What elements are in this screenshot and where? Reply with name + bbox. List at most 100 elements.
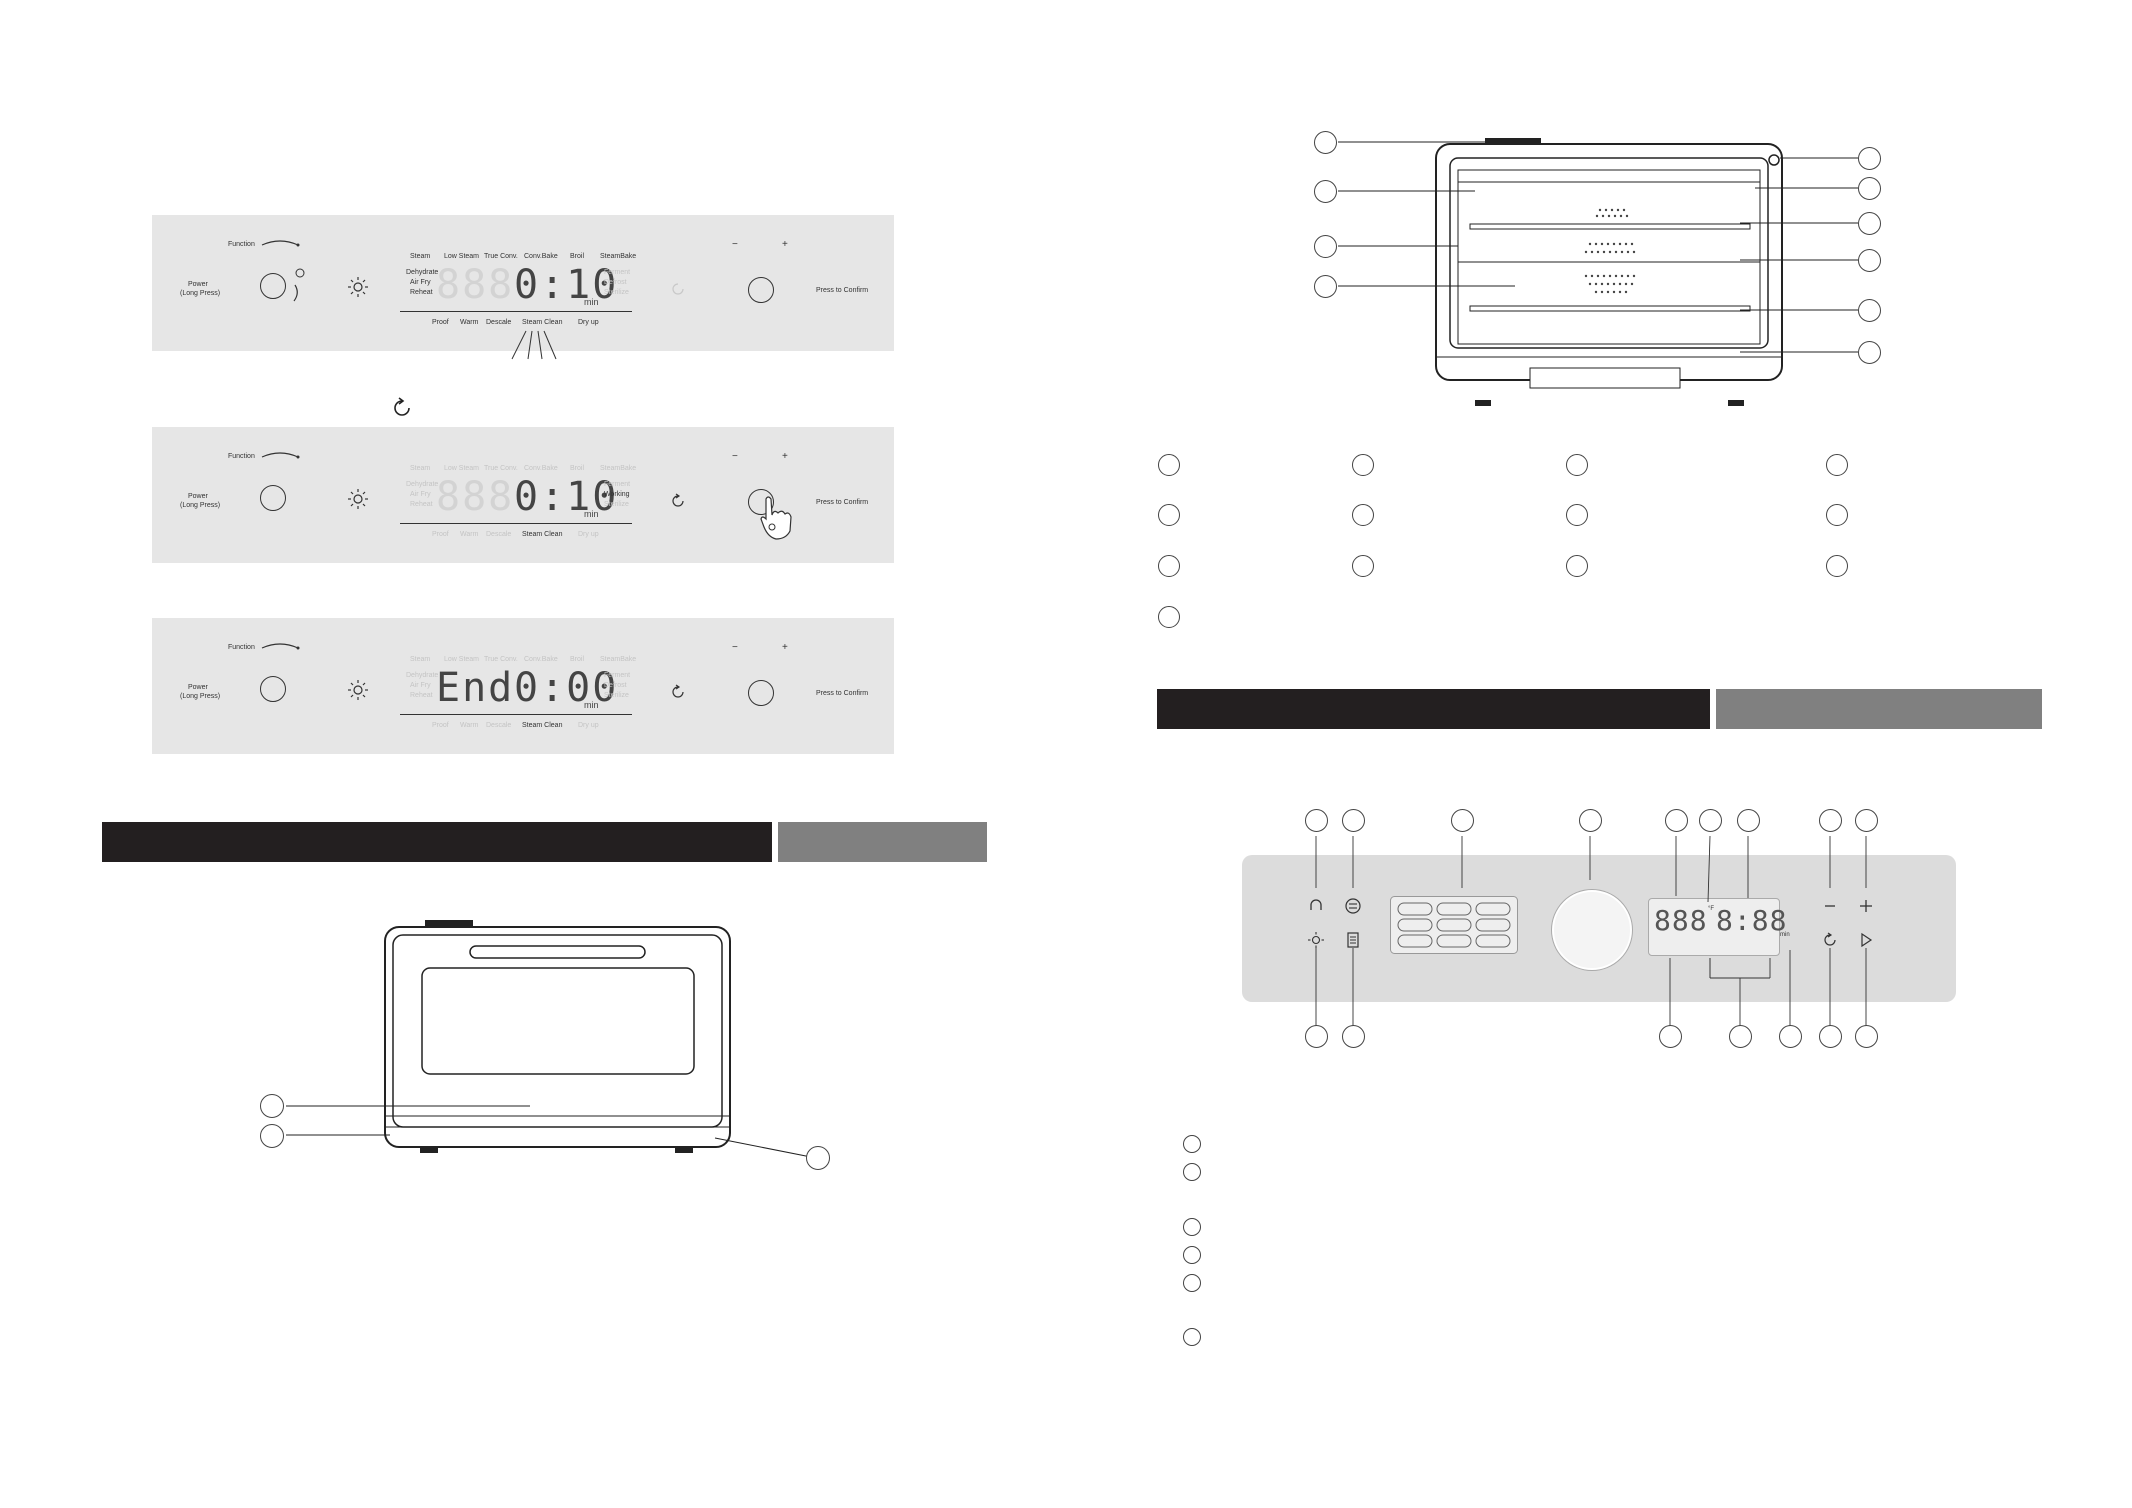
start-icon[interactable] <box>1858 932 1874 948</box>
display-divider <box>400 714 632 715</box>
light-icon[interactable] <box>348 489 368 509</box>
legend-marker <box>1826 555 1848 577</box>
menu-icon[interactable] <box>1345 932 1361 948</box>
light-icon[interactable] <box>348 277 368 297</box>
mode-sterilize: Sterilize <box>604 501 629 508</box>
plus-icon[interactable] <box>1858 898 1874 914</box>
mode-broil: Broil <box>570 253 585 260</box>
time-display: 0:00 <box>514 665 619 711</box>
temp-display: 888 <box>436 474 515 520</box>
callout-marker <box>1858 212 1881 235</box>
reset-icon <box>394 397 410 416</box>
headphone-icon[interactable] <box>1308 898 1324 914</box>
legend-marker <box>1826 454 1848 476</box>
mode-ferment: Ferment <box>604 269 631 276</box>
press-to-confirm-label: Press to Confirm <box>816 499 869 506</box>
minute-unit: min <box>1780 932 1790 938</box>
mode-ferment: Ferment <box>604 481 631 488</box>
minus-label: − <box>732 642 738 653</box>
mode-sterilize: Sterilize <box>604 289 629 296</box>
mode-steambake: SteamBake <box>600 656 637 663</box>
mode-air-fry: Air Fry <box>410 279 431 286</box>
mode-sterilize: Sterilize <box>604 692 629 699</box>
press-to-confirm-label: Press to Confirm <box>816 287 869 294</box>
mode-descale: Descale <box>486 722 512 729</box>
mode-dehydrate: Dehydrate <box>406 269 439 276</box>
oven-front-diagram <box>286 920 817 1159</box>
time-display: 0:10 <box>514 474 619 520</box>
callout-marker <box>1858 147 1881 170</box>
adjust-knob[interactable] <box>748 680 774 706</box>
pressing-hand-icon <box>760 496 792 540</box>
function-buttons-grid[interactable] <box>1390 896 1518 954</box>
mode-dehydrate: Dehydrate <box>406 672 439 679</box>
callout-marker <box>1314 235 1337 258</box>
reset-icon[interactable] <box>670 684 686 700</box>
callout-marker <box>1665 809 1688 832</box>
mode-defrost: Defrost <box>604 682 627 689</box>
power-knob[interactable] <box>260 676 286 702</box>
timer-display: 8:88 <box>1716 904 1788 937</box>
reset-icon[interactable] <box>1822 932 1838 948</box>
display-divider <box>400 311 632 312</box>
function-arrow-icon <box>261 240 300 247</box>
mode-low-steam: Low Steam <box>444 253 480 260</box>
steam-icon[interactable] <box>1345 898 1361 914</box>
function-label: Function <box>228 241 255 248</box>
status-working: Working <box>604 491 630 498</box>
callout-marker <box>1305 809 1328 832</box>
minus-label: − <box>732 239 738 250</box>
mode-descale: Descale <box>486 531 512 538</box>
mode-conv-bake: Conv.Bake <box>524 253 558 260</box>
mode-broil: Broil <box>570 656 585 663</box>
power-knob[interactable] <box>260 485 286 511</box>
legend-marker <box>1566 504 1588 526</box>
adjust-knob[interactable] <box>748 489 774 515</box>
callout-marker <box>1855 809 1878 832</box>
section-header-bar <box>102 822 772 862</box>
mode-steam-clean: Steam Clean <box>522 531 563 538</box>
mode-steam: Steam <box>410 656 431 663</box>
reset-icon[interactable] <box>670 493 686 509</box>
legend-marker <box>1158 555 1180 577</box>
callout-marker <box>806 1146 830 1170</box>
legend-marker <box>1566 555 1588 577</box>
mode-steam-clean: Steam Clean <box>522 319 563 326</box>
power-label-line1: Power <box>188 684 208 691</box>
end-display: End <box>436 665 515 711</box>
reset-icon-faint[interactable] <box>670 281 686 297</box>
mode-proof: Proof <box>432 722 449 729</box>
callout-marker <box>1858 177 1881 200</box>
temperature-display: 888 <box>1654 904 1708 937</box>
adjust-knob[interactable] <box>748 277 774 303</box>
section-header-tag <box>778 822 987 862</box>
light-icon[interactable] <box>1308 932 1324 948</box>
unit-min: min <box>584 297 599 307</box>
list-marker <box>1183 1328 1201 1346</box>
list-marker <box>1183 1218 1201 1236</box>
power-label-line2: (Long Press) <box>180 290 221 297</box>
mode-proof: Proof <box>432 319 449 326</box>
callout-marker <box>1819 809 1842 832</box>
mode-dehydrate: Dehydrate <box>406 481 439 488</box>
mode-air-fry: Air Fry <box>410 682 431 689</box>
mode-reheat: Reheat <box>410 289 433 296</box>
callout-marker <box>1451 809 1474 832</box>
plus-label: + <box>782 451 788 462</box>
legend-marker <box>1158 454 1180 476</box>
light-icon[interactable] <box>348 680 368 700</box>
control-knob[interactable] <box>1552 890 1632 970</box>
minus-icon[interactable] <box>1822 898 1838 914</box>
plus-label: + <box>782 642 788 653</box>
function-arrow-icon <box>261 643 300 650</box>
callout-marker <box>1342 809 1365 832</box>
mode-reheat: Reheat <box>410 692 433 699</box>
callout-marker <box>1305 1025 1328 1048</box>
callout-marker <box>1314 131 1337 154</box>
callout-marker <box>1729 1025 1752 1048</box>
list-marker <box>1183 1246 1201 1264</box>
callout-marker <box>1855 1025 1878 1048</box>
mode-dry-up: Dry up <box>578 319 599 326</box>
power-knob[interactable] <box>260 273 286 299</box>
callout-marker <box>1342 1025 1365 1048</box>
